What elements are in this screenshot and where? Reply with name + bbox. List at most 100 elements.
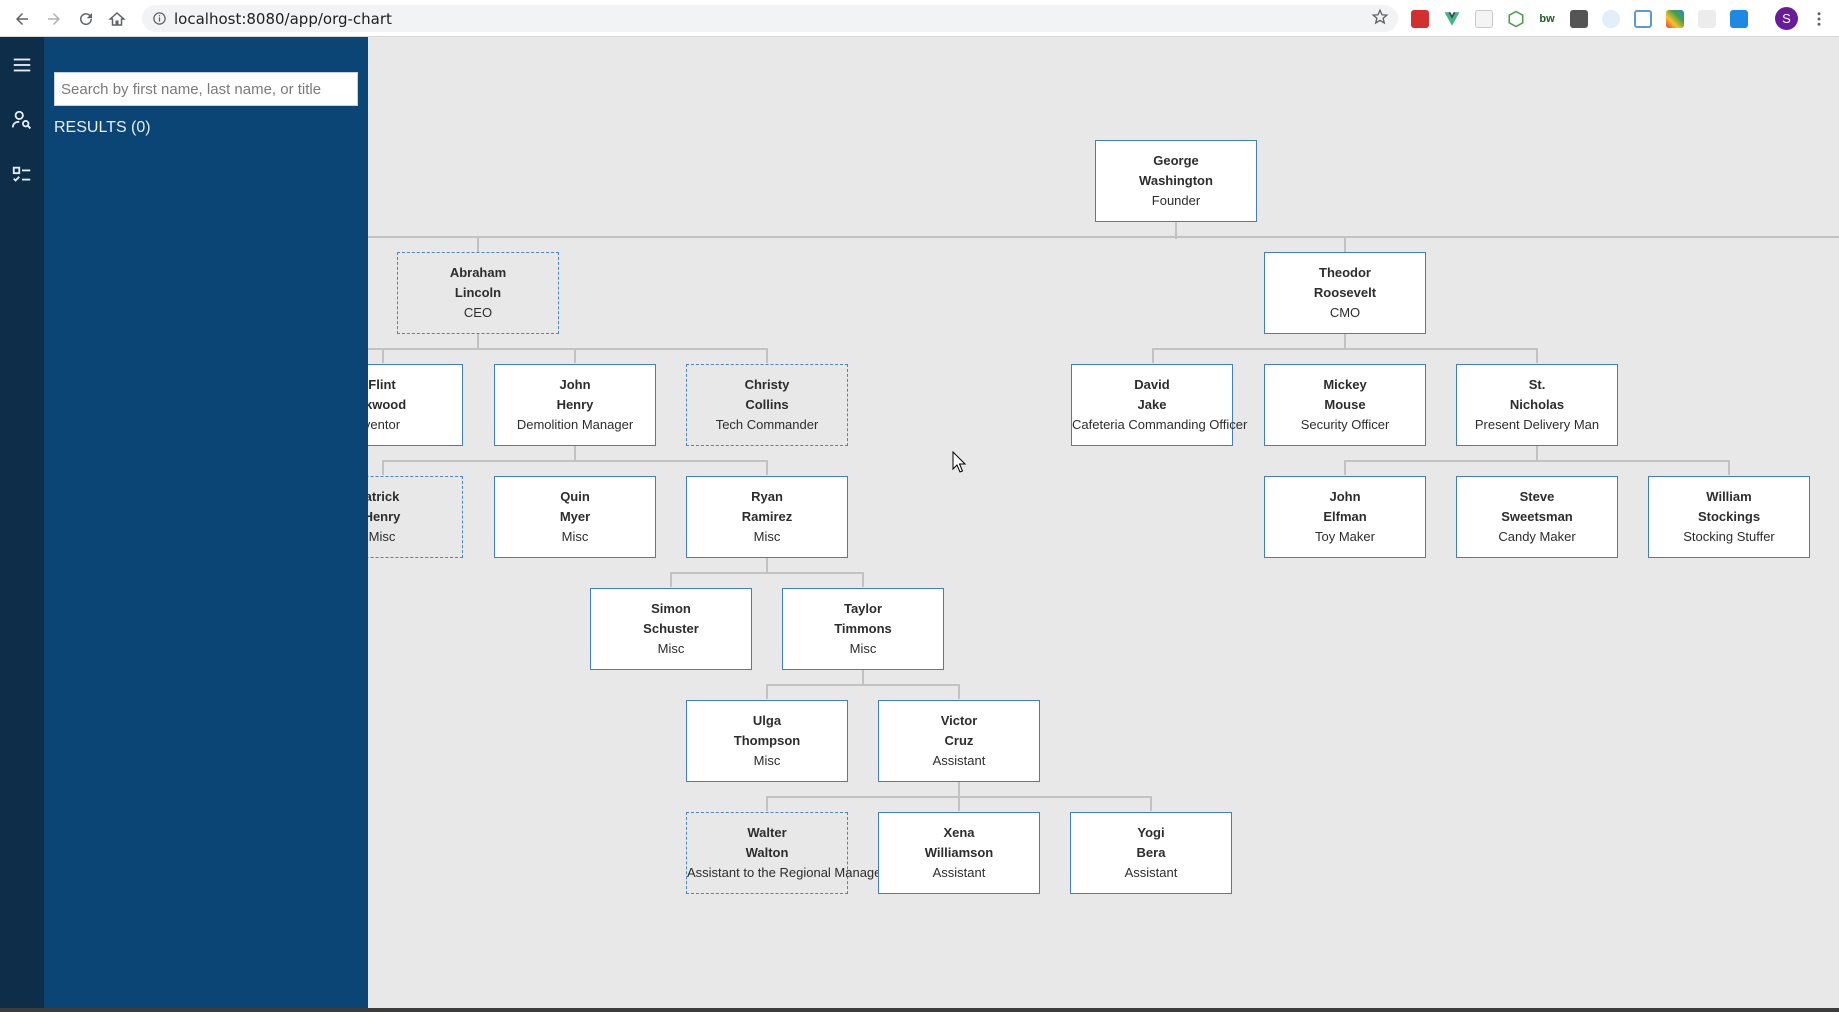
org-node-william-stockings[interactable]: William Stockings Stocking Stuffer: [1648, 476, 1810, 558]
org-node-ryan-ramirez[interactable]: Ryan Ramirez Misc: [686, 476, 848, 558]
node-first-name: Yogi: [1137, 825, 1165, 840]
connector-line: [1728, 460, 1730, 475]
node-first-name: William: [1706, 489, 1752, 504]
url-text[interactable]: localhost:8080/app/org-chart: [174, 10, 392, 28]
connector-line: [958, 796, 960, 811]
reload-button[interactable]: [73, 6, 99, 32]
extension-screen-icon[interactable]: [1634, 10, 1652, 28]
node-title: Cafeteria Commanding Officer: [1072, 417, 1248, 432]
connector-line: [574, 445, 576, 461]
node-last-name: Williamson: [924, 845, 994, 860]
checklist-icon: [12, 166, 31, 182]
extension-globe-icon[interactable]: [1602, 10, 1620, 28]
org-node-abraham-lincoln[interactable]: Abraham Lincoln CEO: [397, 252, 559, 334]
kebab-menu-icon[interactable]: [1810, 7, 1828, 31]
search-input[interactable]: [54, 72, 358, 106]
node-title: Toy Maker: [1315, 529, 1375, 544]
node-first-name: Walter: [747, 825, 787, 840]
extension-color-icon[interactable]: [1666, 10, 1684, 28]
back-button[interactable]: [9, 6, 35, 32]
node-first-name: Ulga: [752, 713, 782, 728]
org-node-david-jake[interactable]: David Jake Cafeteria Commanding Officer: [1071, 364, 1248, 446]
node-last-name: Mouse: [1324, 397, 1366, 412]
org-node-victor-cruz[interactable]: Victor Cruz Assistant: [878, 700, 1040, 782]
node-title: Stocking Stuffer: [1683, 529, 1775, 544]
node-first-name: Mickey: [1323, 377, 1367, 392]
extension-grid-icon[interactable]: [1475, 10, 1493, 28]
extension-node-icon[interactable]: [1507, 10, 1525, 28]
node-last-name: Sweetsman: [1501, 509, 1573, 524]
connector-line: [1536, 348, 1538, 363]
org-node-walter-walton[interactable]: Walter Walton Assistant to the Regional …: [686, 812, 886, 894]
node-first-name: Xena: [943, 825, 975, 840]
org-node-flint[interactable]: Flint ckwood ventor: [368, 364, 463, 446]
star-icon[interactable]: [1371, 8, 1389, 26]
org-node-yogi-bera[interactable]: Yogi Bera Assistant: [1070, 812, 1232, 894]
node-last-name: Henry: [556, 397, 594, 412]
connector-line: [670, 572, 672, 587]
org-node-simon-schuster[interactable]: Simon Schuster Misc: [590, 588, 752, 670]
arrow-left-icon: [16, 13, 28, 25]
extension-dark-icon[interactable]: [1570, 10, 1588, 28]
node-title: Assistant: [932, 865, 986, 880]
extension-window-icon[interactable]: [1730, 10, 1748, 28]
checklist-button[interactable]: [8, 161, 36, 189]
extension-gray-icon[interactable]: [1698, 10, 1716, 28]
node-first-name: John: [559, 377, 591, 392]
node-title: CEO: [463, 305, 493, 320]
profile-avatar[interactable]: S: [1775, 7, 1798, 30]
connector-line: [766, 684, 960, 686]
connector-line: [477, 333, 479, 349]
node-last-name: Ramirez: [741, 509, 793, 524]
connector-line: [574, 348, 576, 363]
connector-line: [670, 572, 864, 574]
org-node-taylor-timmons[interactable]: Taylor Timmons Misc: [782, 588, 944, 670]
extension-bw-icon[interactable]: bw: [1538, 10, 1556, 28]
org-node-theodor-roosevelt[interactable]: Theodor Roosevelt CMO: [1264, 252, 1426, 334]
node-title: Assistant: [932, 753, 986, 768]
info-icon[interactable]: [152, 11, 167, 26]
org-node-john-henry[interactable]: John Henry Demolition Manager: [494, 364, 656, 446]
org-node-xena-williamson[interactable]: Xena Williamson Assistant: [878, 812, 1040, 894]
extension-red-icon[interactable]: [1411, 10, 1429, 28]
org-chart-canvas[interactable]: George Washington Founder Abraham Lincol…: [368, 37, 1839, 1008]
node-first-name: John: [1329, 489, 1361, 504]
node-first-name: David: [1134, 377, 1170, 392]
menu-button[interactable]: [8, 51, 36, 79]
connector-line: [382, 460, 768, 462]
nav-rail: [0, 37, 44, 1008]
connector-line: [766, 460, 768, 475]
node-title: ventor: [368, 417, 401, 432]
org-node-ulga-thompson[interactable]: Ulga Thompson Misc: [686, 700, 848, 782]
org-node-patrick-henry[interactable]: atrick Henry Misc: [368, 476, 463, 558]
node-first-name: Christy: [744, 377, 790, 392]
connector-line: [958, 684, 960, 699]
node-last-name: Bera: [1136, 845, 1166, 860]
connector-line: [1175, 221, 1177, 239]
node-last-name: Myer: [559, 509, 591, 524]
address-bar[interactable]: localhost:8080/app/org-chart: [142, 5, 1398, 32]
org-node-christy-collins[interactable]: Christy Collins Tech Commander: [686, 364, 848, 446]
person-search-icon: [11, 110, 32, 130]
connector-line: [766, 348, 768, 363]
connector-line: [862, 669, 864, 685]
connector-line: [1152, 348, 1538, 350]
org-node-mickey-mouse[interactable]: Mickey Mouse Security Officer: [1264, 364, 1426, 446]
org-node-steve-sweetsman[interactable]: Steve Sweetsman Candy Maker: [1456, 476, 1618, 558]
forward-button[interactable]: [41, 6, 67, 32]
org-node-st-nicholas[interactable]: St. Nicholas Present Delivery Man: [1456, 364, 1618, 446]
org-node-george-washington[interactable]: George Washington Founder: [1095, 140, 1257, 222]
reload-icon: [80, 13, 93, 26]
node-last-name: Washington: [1139, 173, 1213, 188]
node-first-name: Victor: [940, 713, 978, 728]
person-search-button[interactable]: [8, 106, 36, 134]
org-node-john-elfman[interactable]: John Elfman Toy Maker: [1264, 476, 1426, 558]
node-last-name: Jake: [1137, 397, 1167, 412]
connector-line: [958, 781, 960, 797]
node-first-name: Taylor: [843, 601, 883, 616]
org-node-quin-myer[interactable]: Quin Myer Misc: [494, 476, 656, 558]
extension-vue-icon[interactable]: [1443, 10, 1461, 28]
home-button[interactable]: [104, 6, 130, 32]
connector-line: [382, 460, 384, 475]
node-first-name: atrick: [368, 489, 400, 504]
